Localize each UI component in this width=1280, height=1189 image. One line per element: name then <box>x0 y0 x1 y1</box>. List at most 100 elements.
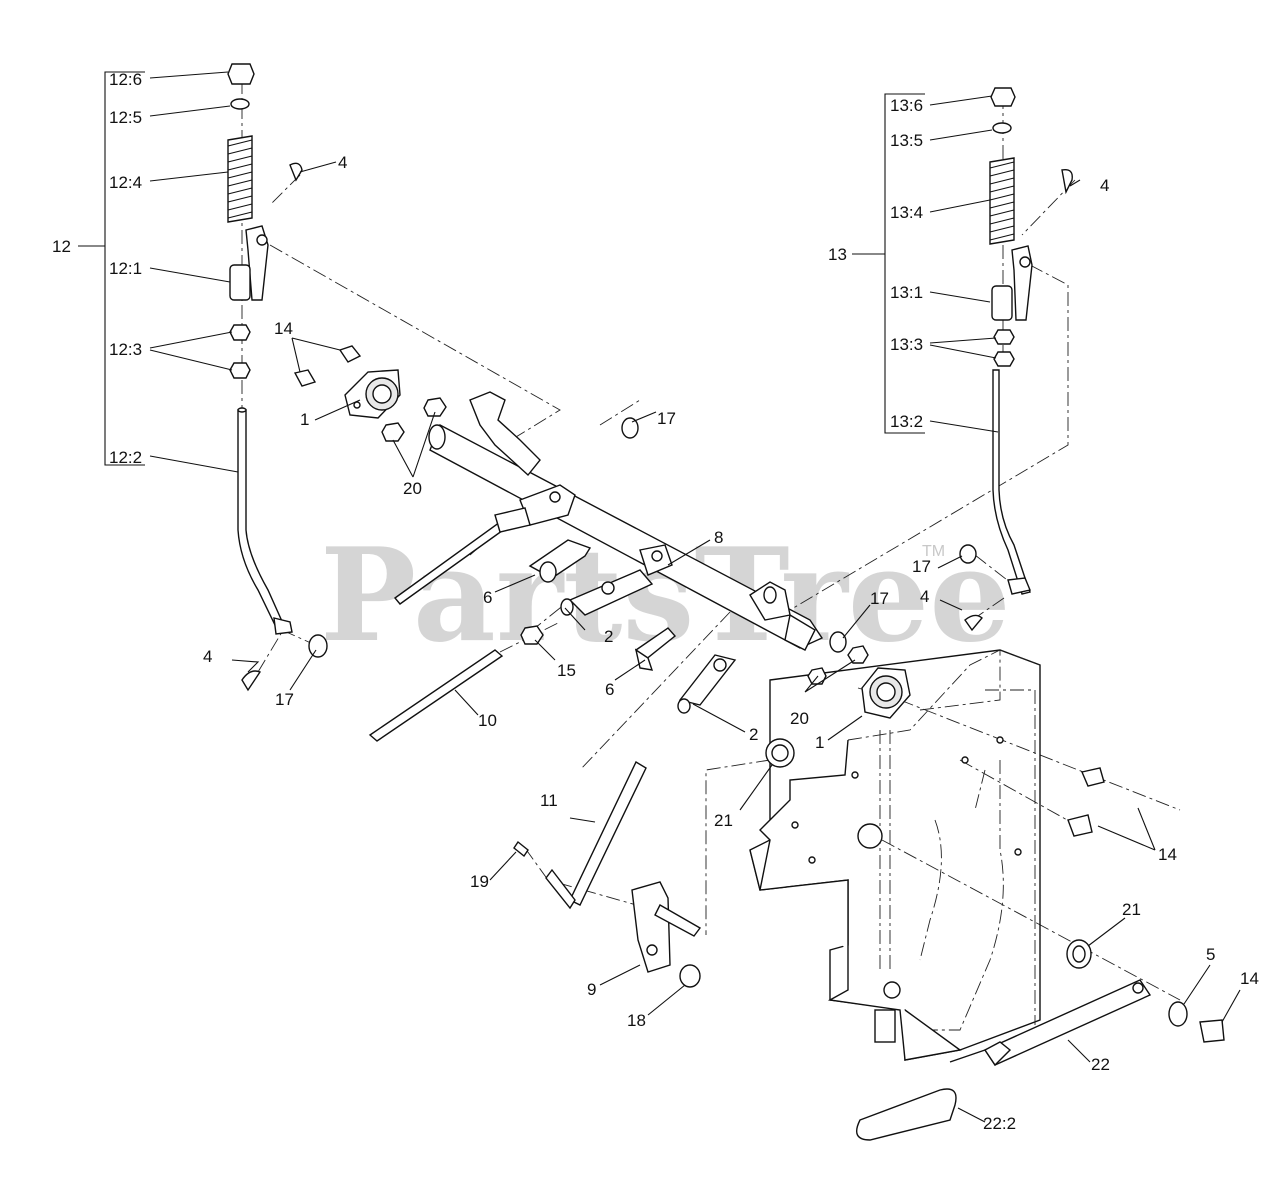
callout-20-a: 20 <box>403 479 422 498</box>
nut-13-6 <box>990 87 1016 107</box>
callout-12-4: 12:4 <box>109 173 142 192</box>
nut-13-3-upper <box>993 329 1015 345</box>
washer-18 <box>679 964 701 988</box>
nut-12-3-lower <box>229 362 251 379</box>
washer-17-c <box>959 544 977 564</box>
callout-13-1: 13:1 <box>890 283 923 302</box>
bolt-14-e <box>1199 1019 1225 1043</box>
callout-21-a: 21 <box>714 811 733 830</box>
bolt-14-c <box>1081 767 1105 787</box>
callout-12-6: 12:6 <box>109 70 142 89</box>
spacer-13-1 <box>991 285 1013 321</box>
callout-5: 5 <box>1206 945 1215 964</box>
callout-22-2: 22:2 <box>983 1114 1016 1133</box>
callout-21-b: 21 <box>1122 900 1141 919</box>
assembly-12 <box>227 63 293 635</box>
rod-12-2 <box>237 409 287 630</box>
bolt-14-d <box>1067 814 1093 837</box>
clips <box>241 162 1073 692</box>
callout-22: 22 <box>1091 1055 1110 1074</box>
nut-15 <box>520 625 544 645</box>
callout-8: 8 <box>714 528 723 547</box>
callout-17-c: 17 <box>912 557 931 576</box>
linkages <box>368 539 737 973</box>
washer-17-a <box>621 417 639 439</box>
callout-6-b: 6 <box>605 680 614 699</box>
bolt-14-a <box>338 345 362 363</box>
callout-19: 19 <box>470 872 489 891</box>
callout-1-a: 1 <box>300 410 309 429</box>
callout-9: 9 <box>587 980 596 999</box>
callout-14-b: 14 <box>1158 845 1177 864</box>
callout-2-b: 2 <box>749 725 758 744</box>
callout-17-b: 17 <box>275 690 294 709</box>
nut-12-3-upper <box>229 324 251 341</box>
frame-plate <box>749 649 1041 1061</box>
callout-4-b: 4 <box>1100 176 1109 195</box>
nut-20-d <box>847 645 869 664</box>
spacer-12-1 <box>229 264 251 301</box>
spring-13-4 <box>989 157 1015 245</box>
clip-4-c <box>241 670 262 692</box>
callout-13-6: 13:6 <box>890 96 923 115</box>
callout-13-5: 13:5 <box>890 131 923 150</box>
clip-4-a <box>289 162 303 182</box>
callout-15: 15 <box>557 661 576 680</box>
washer-17-d <box>829 631 847 653</box>
callout-13-3: 13:3 <box>890 335 923 354</box>
washer-13-5 <box>992 122 1012 134</box>
upper-lever <box>469 391 541 477</box>
washer-12-5 <box>230 98 250 110</box>
rod-11 <box>569 761 647 906</box>
washer-5 <box>1168 1001 1188 1027</box>
leader-lines <box>149 71 1241 1123</box>
nut-20-b <box>381 422 405 442</box>
pedal-assembly <box>856 979 1152 1141</box>
callout-12-3: 12:3 <box>109 340 142 359</box>
pedal-pad-22-2 <box>856 1088 957 1141</box>
assembly-13 <box>989 87 1033 595</box>
nut-20-a <box>423 397 447 417</box>
callout-1-b: 1 <box>815 733 824 752</box>
bolt-14-b <box>293 369 317 387</box>
flange-bearing-1-lower <box>861 667 911 719</box>
spring-12-4 <box>227 135 253 223</box>
callout-10: 10 <box>478 711 497 730</box>
callout-4-c: 4 <box>203 647 212 666</box>
callout-labels: 12:6 12:5 12:4 12 12:1 12:3 12:2 13:6 13… <box>52 70 1259 1133</box>
watermark-trademark: TM <box>922 543 945 560</box>
bracket-9 <box>631 881 671 973</box>
callout-12-1: 12:1 <box>109 259 142 278</box>
pin-19 <box>513 840 529 858</box>
callout-12-5: 12:5 <box>109 108 142 127</box>
callout-12-2: 12:2 <box>109 448 142 467</box>
callout-4-d: 4 <box>920 587 929 606</box>
callout-13-2: 13:2 <box>890 412 923 431</box>
main-shaft-assembly <box>393 391 824 651</box>
nut-12-6 <box>227 63 255 85</box>
nut-20-c <box>807 667 827 685</box>
callout-18: 18 <box>627 1011 646 1030</box>
callout-2-a: 2 <box>604 627 613 646</box>
nut-13-3-lower <box>993 351 1015 367</box>
callout-14-c: 14 <box>1240 969 1259 988</box>
callout-13-4: 13:4 <box>890 203 923 222</box>
callout-4-a: 4 <box>338 153 347 172</box>
flange-bearing-1-upper <box>344 369 401 419</box>
clip-4-b <box>1061 169 1073 195</box>
rod-13-2 <box>992 369 1031 595</box>
callout-14-a: 14 <box>274 319 293 338</box>
callout-6-a: 6 <box>483 588 492 607</box>
callout-17-d: 17 <box>870 589 889 608</box>
callout-13: 13 <box>828 245 847 264</box>
rod-10 <box>368 649 504 742</box>
callout-20-b: 20 <box>790 709 809 728</box>
callout-12: 12 <box>52 237 71 256</box>
clip-4-d <box>964 614 983 632</box>
assembly-brackets <box>78 71 925 466</box>
callout-17-a: 17 <box>657 409 676 428</box>
pivot-arm-13 <box>1011 245 1033 321</box>
bearings <box>293 345 1225 1043</box>
washer-17-b <box>308 634 328 658</box>
